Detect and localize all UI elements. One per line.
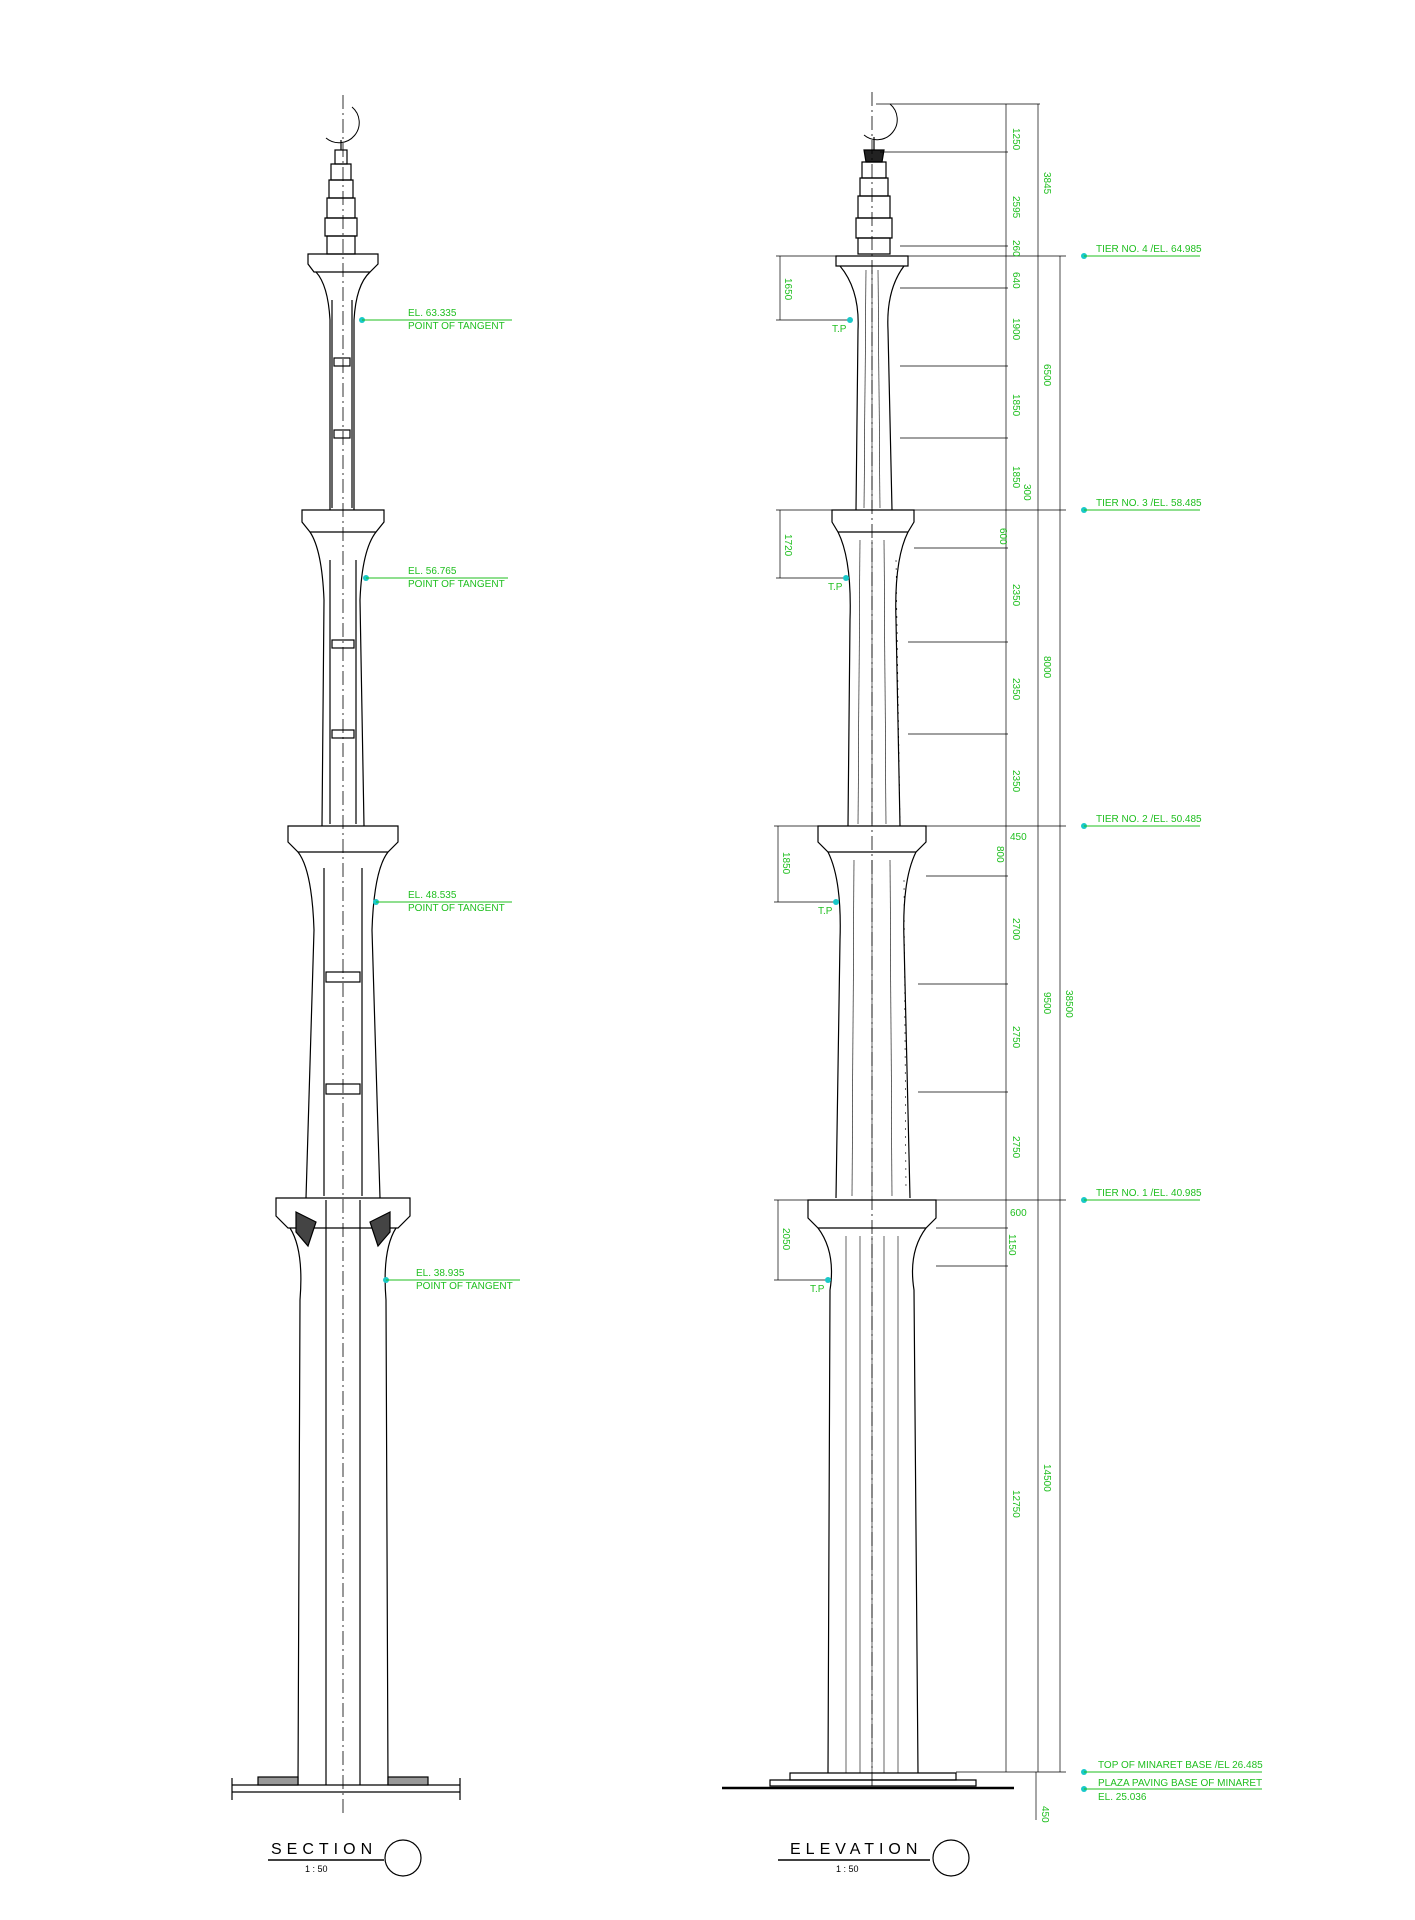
dim-label: 2750: [1010, 1026, 1021, 1049]
dim-label: 2700: [1010, 918, 1021, 941]
dim-label: 450: [1010, 832, 1027, 843]
tp-label: T.P: [828, 582, 843, 593]
tp-label: T.P: [810, 1284, 825, 1295]
base-dim-label: 450: [1039, 1806, 1050, 1823]
dim-label: 1150: [1006, 1234, 1017, 1256]
tier-text: TIER NO. 1 /EL. 40.985: [1096, 1188, 1202, 1199]
section-title: SECTION: [271, 1841, 377, 1858]
section-note-text: POINT OF TANGENT: [408, 579, 505, 590]
dim-label: 2595: [1010, 196, 1021, 219]
tp-label: T.P: [832, 324, 847, 335]
section-note-elevation: EL. 63.335: [408, 308, 457, 319]
section-notes: EL. 63.335 POINT OF TANGENT EL. 56.765 P…: [359, 308, 520, 1292]
section-note-elevation: EL. 38.935: [416, 1268, 465, 1279]
elevation-flutes-2: [851, 859, 907, 1197]
elevation-finial: [855, 149, 893, 255]
tier-text: TIER NO. 4 /EL. 64.985: [1096, 244, 1202, 255]
tier-dim-label: 8000: [1041, 656, 1052, 679]
elevation-base: [722, 1772, 1014, 1790]
dim-label: 1250: [1010, 128, 1021, 151]
elevation-scale: 1 : 50: [836, 1864, 859, 1874]
section-note-text: POINT OF TANGENT: [416, 1281, 513, 1292]
section-note-3: EL. 48.535 POINT OF TANGENT: [373, 890, 512, 914]
dim-label: 260: [1010, 240, 1021, 257]
dim-label: 2350: [1010, 678, 1021, 701]
elevation-tier3: [831, 509, 915, 533]
dim-label: 2350: [1010, 770, 1021, 793]
total-dim-label: 38500: [1063, 990, 1074, 1018]
crescent-icon: [325, 106, 360, 150]
dim-label: 300: [1021, 484, 1032, 501]
tier-dim-label: 14500: [1041, 1464, 1052, 1492]
section-title-block: SECTION 1 : 50: [268, 1839, 422, 1877]
section-note-1: EL. 63.335 POINT OF TANGENT: [359, 308, 512, 332]
elevation-drawing: [722, 92, 1014, 1790]
dimension-labels: 1250 2595 260 640 1900 1850 1850 300 600…: [780, 128, 1074, 1823]
tier-dim-label: 6500: [1041, 364, 1052, 387]
section-note-text: POINT OF TANGENT: [408, 321, 505, 332]
dim-label: 2750: [1010, 1136, 1021, 1159]
dim-label: 600: [997, 528, 1008, 545]
left-dim-label: 1850: [780, 852, 791, 875]
tier-text: TIER NO. 2 /EL. 50.485: [1096, 814, 1202, 825]
section-base: [231, 1776, 461, 1800]
section-scale: 1 : 50: [305, 1864, 328, 1874]
tier-text: TIER NO. 3 /EL. 58.485: [1096, 498, 1202, 509]
section-note-4: EL. 38.935 POINT OF TANGENT: [383, 1268, 520, 1292]
tp-markers: T.P T.P T.P T.P: [810, 317, 853, 1295]
elevation-tier4: [835, 255, 909, 267]
tier1-balcony: [275, 1197, 411, 1229]
base-label-paving: PLAZA PAVING BASE OF MINARET: [1098, 1778, 1262, 1789]
tier-label-3: TIER NO. 3 /EL. 58.485: [1081, 498, 1202, 513]
section-shaft-2: [323, 868, 363, 1196]
crescent-icon: [863, 103, 898, 150]
section-note-elevation: EL. 48.535: [408, 890, 457, 901]
elevation-dimensions: [774, 103, 1066, 1820]
dim-label: 1850: [1010, 394, 1021, 417]
dim-label: 800: [994, 846, 1005, 863]
section-note-text: POINT OF TANGENT: [408, 903, 505, 914]
dim-label: 12750: [1010, 1490, 1021, 1518]
left-dim-label: 1650: [782, 278, 793, 301]
dim-label: 1900: [1010, 318, 1021, 341]
dim-label: 1850: [1010, 466, 1021, 489]
tier-label-2: TIER NO. 2 /EL. 50.485: [1081, 814, 1202, 829]
section-note-2: EL. 56.765 POINT OF TANGENT: [363, 566, 508, 590]
elevation-title: ELEVATION: [790, 1841, 922, 1858]
elevation-flutes-3: [857, 539, 901, 825]
base-labels: TOP OF MINARET BASE /EL 26.485 PLAZA PAV…: [1081, 1760, 1263, 1803]
dim-label: 640: [1010, 272, 1021, 289]
section-drawing: [231, 95, 461, 1815]
elevation-title-block: ELEVATION 1 : 50: [778, 1839, 970, 1877]
tier-labels: TIER NO. 4 /EL. 64.985 TIER NO. 3 /EL. 5…: [1081, 244, 1263, 1803]
tier-label-4: TIER NO. 4 /EL. 64.985: [1081, 244, 1202, 259]
left-dim-label: 1720: [782, 534, 793, 557]
base-label-top: TOP OF MINARET BASE /EL 26.485: [1098, 1760, 1263, 1771]
dim-label: 2350: [1010, 584, 1021, 607]
tp-label: T.P: [818, 906, 833, 917]
left-dim-label: 2050: [780, 1228, 791, 1251]
tier-dim-label: 3845: [1041, 172, 1052, 195]
finial: [324, 149, 358, 255]
tier-label-1: TIER NO. 1 /EL. 40.985: [1081, 1188, 1202, 1203]
tier-dim-label: 9500: [1041, 992, 1052, 1015]
dim-label: 600: [1010, 1208, 1027, 1219]
section-shaft-4: [331, 300, 353, 508]
section-note-elevation: EL. 56.765: [408, 566, 457, 577]
base-label-elevation: EL. 25.036: [1098, 1792, 1147, 1803]
